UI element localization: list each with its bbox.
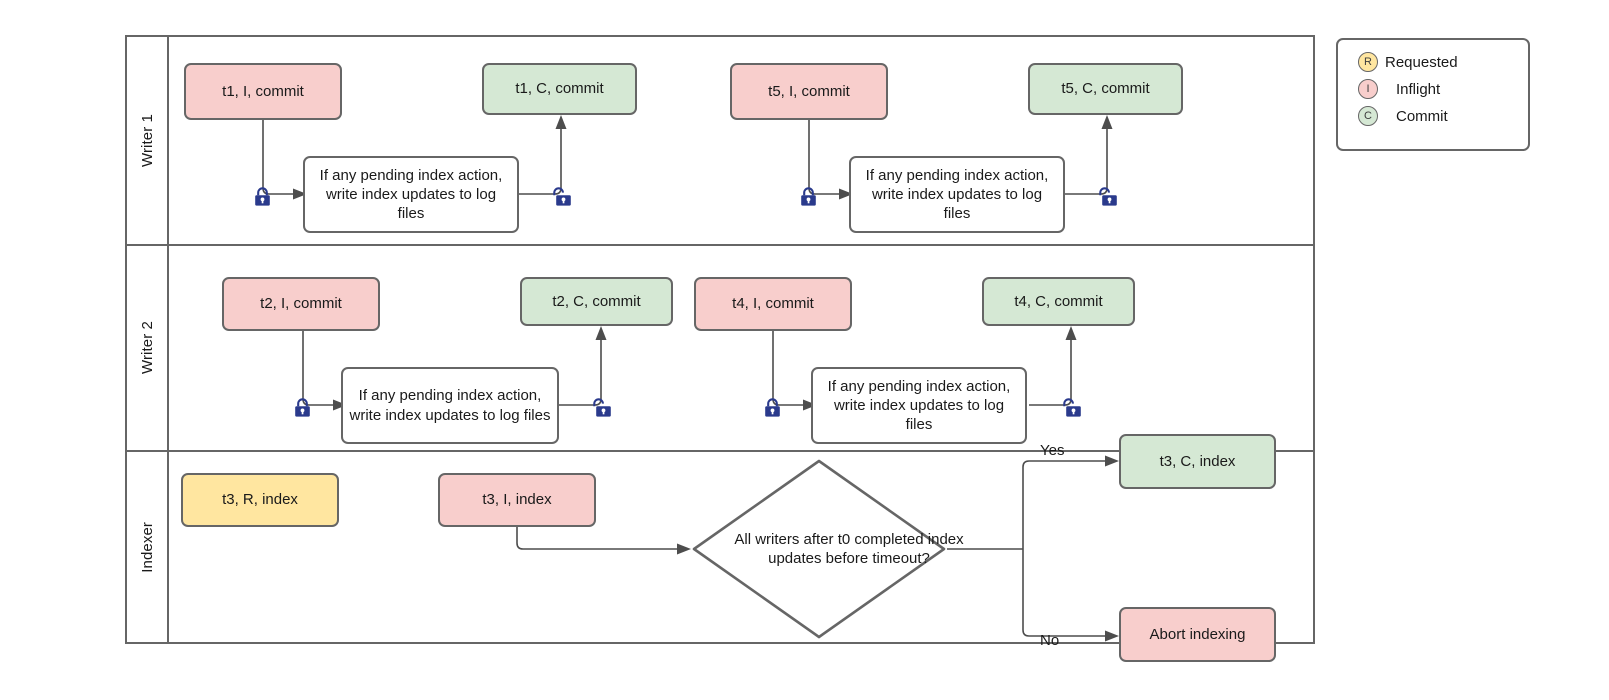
node-t5-commit-commit[interactable]: t5, C, commit (1028, 63, 1183, 115)
node-t1-inflight-commit[interactable]: t1, I, commit (184, 63, 342, 120)
decision-all-writers-completed[interactable]: All writers after t0 completed index upd… (690, 457, 964, 641)
node-t4-commit-commit[interactable]: t4, C, commit (982, 277, 1135, 326)
legend-label-commit: Commit (1396, 107, 1448, 125)
lock-open-icon (592, 398, 611, 418)
lane-writer-2: Writer 2 (127, 246, 1313, 452)
node-t2-commit-commit[interactable]: t2, C, commit (520, 277, 673, 326)
node-t2-inflight-commit[interactable]: t2, I, commit (222, 277, 380, 331)
lane-label-writer-1: Writer 1 (138, 113, 156, 168)
node-abort-indexing[interactable]: Abort indexing (1119, 607, 1276, 662)
lane-label-writer-2: Writer 2 (138, 321, 156, 375)
lane-indexer: Indexer (127, 452, 1313, 642)
lock-closed-icon (799, 187, 818, 207)
lock-open-icon (552, 187, 571, 207)
node-t1-commit-commit[interactable]: t1, C, commit (482, 63, 637, 115)
node-writer2-process-a[interactable]: If any pending index action, write index… (341, 367, 559, 444)
legend-item-commit: C Commit (1358, 103, 1528, 129)
lane-header-writer-1: Writer 1 (127, 37, 169, 244)
badge-requested-icon: R (1358, 52, 1378, 72)
edge-label-yes: Yes (1040, 442, 1065, 459)
edge-label-no: No (1040, 632, 1060, 649)
lane-header-writer-2: Writer 2 (127, 246, 169, 450)
node-t3-inflight-index[interactable]: t3, I, index (438, 473, 596, 527)
node-t3-requested-index[interactable]: t3, R, index (181, 473, 339, 527)
lock-closed-icon (293, 398, 312, 418)
node-t3-commit-index[interactable]: t3, C, index (1119, 434, 1276, 489)
lane-writer-1: Writer 1 (127, 37, 1313, 246)
legend-panel: R Requested I Inflight C Commit (1336, 38, 1530, 151)
lane-header-indexer: Indexer (127, 452, 169, 642)
badge-commit-icon: C (1358, 106, 1378, 126)
node-writer2-process-b[interactable]: If any pending index action, write index… (811, 367, 1027, 444)
legend-item-inflight: I Inflight (1358, 76, 1528, 102)
legend-item-requested: R Requested (1358, 49, 1528, 75)
lock-open-icon (1062, 398, 1081, 418)
node-t4-inflight-commit[interactable]: t4, I, commit (694, 277, 852, 331)
lock-closed-icon (763, 398, 782, 418)
legend-label-inflight: Inflight (1396, 80, 1441, 98)
node-writer1-process-b[interactable]: If any pending index action, write index… (849, 156, 1065, 233)
lock-closed-icon (253, 187, 272, 207)
badge-inflight-icon: I (1358, 79, 1378, 99)
lane-label-indexer: Indexer (138, 521, 156, 573)
legend-label-requested: Requested (1385, 53, 1458, 71)
node-t5-inflight-commit[interactable]: t5, I, commit (730, 63, 888, 120)
node-writer1-process-a[interactable]: If any pending index action, write index… (303, 156, 519, 233)
lock-open-icon (1098, 187, 1117, 207)
swimlane-pool: Writer 1 Writer 2 Indexer t1, I, commit … (125, 35, 1315, 662)
